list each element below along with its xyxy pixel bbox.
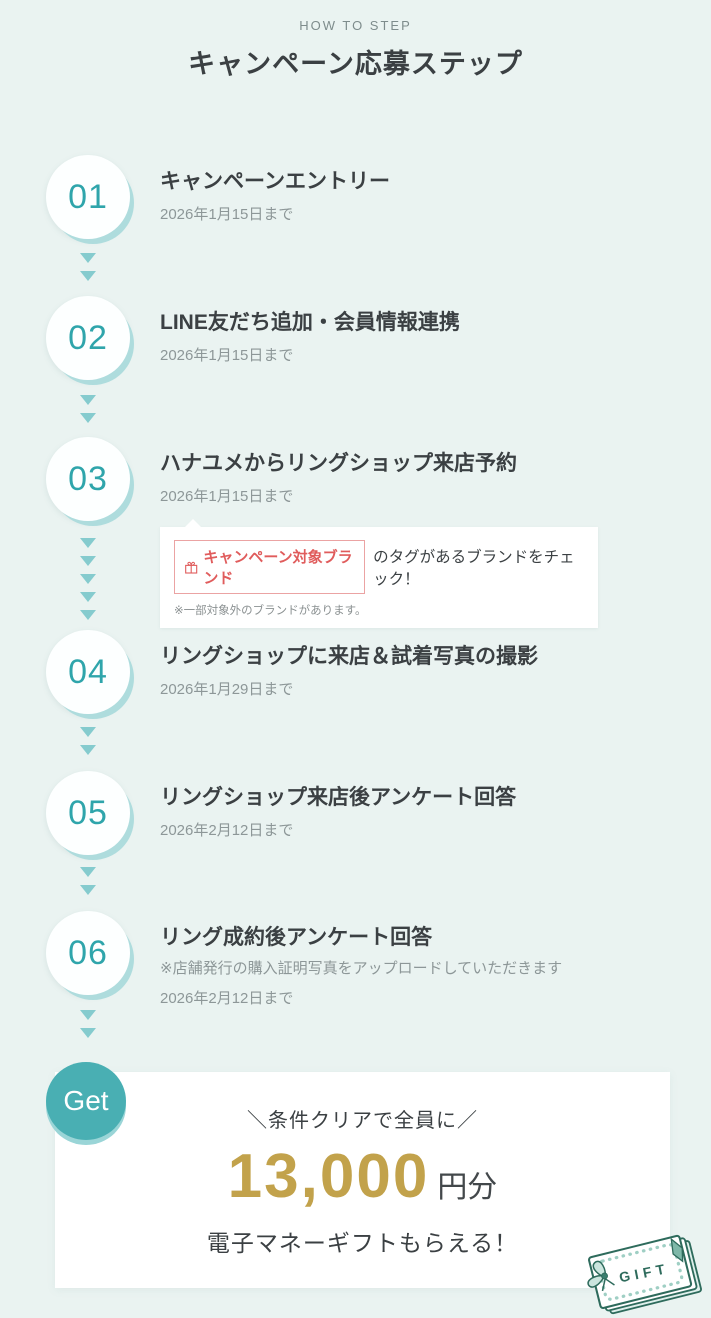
step-title: ハナユメからリングショップ来店予約 bbox=[160, 452, 517, 475]
chevron-down-icon bbox=[80, 592, 96, 602]
chevron-down-icon bbox=[80, 1010, 96, 1020]
chevron-down-icon bbox=[80, 727, 96, 737]
step-body: LINE友だち追加・会員情報連携 2026年1月15日まで bbox=[160, 296, 460, 380]
chevron-down-icon bbox=[80, 867, 96, 877]
step-title: キャンペーンエントリー bbox=[160, 170, 390, 193]
gift-tickets-icon: GIFT bbox=[587, 1234, 702, 1315]
step-deadline: 2026年1月29日まで bbox=[160, 681, 294, 698]
page-title: キャンペーン応募ステップ bbox=[188, 49, 523, 79]
reward-amount: 13,000 bbox=[227, 1142, 430, 1211]
step-number: 05 bbox=[68, 793, 108, 832]
step-number-circle: 03 bbox=[46, 437, 130, 521]
reward-description: 電子マネーギフトもらえる！ bbox=[206, 1230, 519, 1256]
chevron-down-icon bbox=[80, 253, 96, 263]
chevron-down-icon bbox=[80, 556, 96, 566]
step-item-02: 02 LINE友だち追加・会員情報連携 2026年1月15日まで bbox=[46, 296, 666, 380]
reward-catchline: ＼条件クリアで全員に／ bbox=[247, 1110, 478, 1132]
chevron-down-icon bbox=[80, 395, 96, 405]
brand-info-note: ※一部対象外のブランドがあります。 bbox=[174, 605, 367, 617]
step-connector bbox=[80, 538, 96, 620]
step-deadline: 2026年2月12日まで bbox=[160, 822, 294, 839]
campaign-brand-tag: キャンペーン対象ブランド bbox=[174, 540, 366, 594]
step-deadline: 2026年1月15日まで bbox=[160, 347, 294, 364]
chevron-down-icon bbox=[80, 885, 96, 895]
step-number: 04 bbox=[68, 652, 108, 691]
page-header: HOW TO STEP キャンペーン応募ステップ bbox=[0, 18, 711, 81]
step-body: リングショップに来店＆試着写真の撮影 2026年1月29日まで bbox=[160, 630, 538, 714]
step-title: リングショップに来店＆試着写真の撮影 bbox=[160, 645, 538, 668]
step-item-03: 03 ハナユメからリングショップ来店予約 2026年1月15日まで キャンペーン… bbox=[46, 437, 666, 628]
header-eyebrow: HOW TO STEP bbox=[299, 18, 412, 33]
step-number-circle: 01 bbox=[46, 155, 130, 239]
chevron-down-icon bbox=[80, 574, 96, 584]
step-connector bbox=[80, 727, 96, 755]
step-number-circle: 05 bbox=[46, 771, 130, 855]
reward-amount-unit: 円分 bbox=[437, 1171, 498, 1204]
step-body: リングショップ来店後アンケート回答 2026年2月12日まで bbox=[160, 771, 516, 855]
step-body: リング成約後アンケート回答 ※店舗発行の購入証明写真をアップロードしていただきま… bbox=[160, 911, 562, 1011]
chevron-down-icon bbox=[80, 413, 96, 423]
step-body: キャンペーンエントリー 2026年1月15日まで bbox=[160, 155, 390, 239]
step-deadline: 2026年1月15日まで bbox=[160, 488, 294, 505]
step-title: LINE友だち追加・会員情報連携 bbox=[160, 311, 460, 334]
step-number: 01 bbox=[68, 177, 108, 216]
step-item-01: 01 キャンペーンエントリー 2026年1月15日まで bbox=[46, 155, 666, 239]
step-number: 03 bbox=[68, 459, 108, 498]
step-number: 06 bbox=[68, 933, 108, 972]
brand-tag-label: キャンペーン対象ブランド bbox=[203, 549, 353, 587]
step-number-circle: 04 bbox=[46, 630, 130, 714]
brand-info-text: のタグがあるブランドをチェック！ bbox=[373, 549, 575, 588]
ribbon-bow-icon bbox=[587, 1260, 615, 1292]
step-deadline: 2026年2月12日まで bbox=[160, 990, 294, 1007]
step-connector bbox=[80, 867, 96, 895]
get-badge-label: Get bbox=[63, 1085, 109, 1116]
step-item-06: 06 リング成約後アンケート回答 ※店舗発行の購入証明写真をアップロードしていた… bbox=[46, 911, 666, 1011]
step-number: 02 bbox=[68, 318, 108, 357]
gift-tag-icon bbox=[185, 561, 198, 574]
step-connector bbox=[80, 1010, 96, 1038]
chevron-down-icon bbox=[80, 745, 96, 755]
step-item-04: 04 リングショップに来店＆試着写真の撮影 2026年1月29日まで bbox=[46, 630, 666, 714]
brand-info-box: キャンペーン対象ブランド のタグがあるブランドをチェック！ ※一部対象外のブラン… bbox=[160, 519, 598, 628]
chevron-down-icon bbox=[80, 271, 96, 281]
chevron-down-icon bbox=[80, 610, 96, 620]
step-number-circle: 06 bbox=[46, 911, 130, 995]
step-deadline: 2026年1月15日まで bbox=[160, 206, 294, 223]
chevron-down-icon bbox=[80, 538, 96, 548]
step-body: ハナユメからリングショップ来店予約 2026年1月15日まで キャンペーン対象ブ… bbox=[160, 437, 598, 628]
step-item-05: 05 リングショップ来店後アンケート回答 2026年2月12日まで bbox=[46, 771, 666, 855]
step-connector bbox=[80, 395, 96, 423]
step-title: リングショップ来店後アンケート回答 bbox=[160, 786, 517, 809]
chevron-down-icon bbox=[80, 1028, 96, 1038]
step-number-circle: 02 bbox=[46, 296, 130, 380]
step-note: ※店舗発行の購入証明写真をアップロードしていただきます bbox=[160, 960, 563, 977]
reward-amount-row: 13,000 円分 bbox=[228, 1141, 498, 1212]
step-connector bbox=[80, 253, 96, 281]
get-badge: Get bbox=[46, 1062, 126, 1140]
brand-info-line: キャンペーン対象ブランド のタグがあるブランドをチェック！ bbox=[174, 540, 584, 594]
reward-card: ＼条件クリアで全員に／ 13,000 円分 電子マネーギフトもらえる！ bbox=[55, 1072, 670, 1288]
step-title: リング成約後アンケート回答 bbox=[160, 926, 433, 949]
